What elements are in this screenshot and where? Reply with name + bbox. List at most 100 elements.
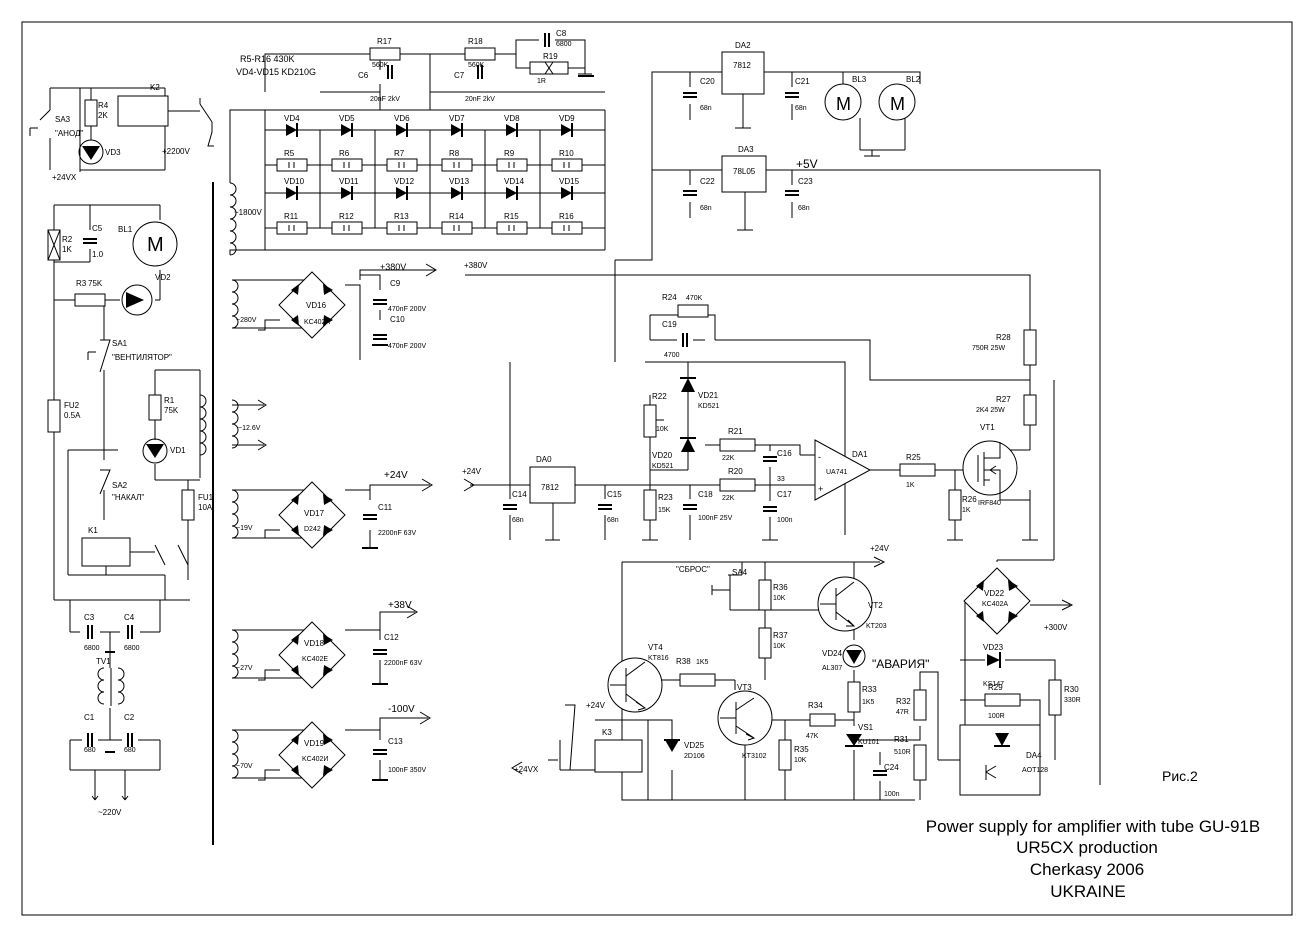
- hv-chain-label: VD4: [284, 114, 300, 123]
- svg-text:-100V: -100V: [388, 704, 415, 715]
- svg-text:C2: C2: [124, 713, 135, 722]
- svg-text:R37: R37: [773, 631, 788, 640]
- svg-text:68n: 68n: [607, 517, 619, 524]
- r4-label: R4: [98, 101, 109, 110]
- svg-text:DA3: DA3: [738, 145, 754, 154]
- svg-text:C11: C11: [378, 503, 393, 512]
- svg-text:R33: R33: [862, 685, 877, 694]
- svg-text:1.0: 1.0: [92, 250, 104, 259]
- svg-text:1R: 1R: [537, 78, 546, 85]
- svg-text:2200nF 63V: 2200nF 63V: [384, 660, 422, 667]
- hv-resistor: [496, 158, 528, 172]
- svg-text:"ВЕНТИЛЯТОР": "ВЕНТИЛЯТОР": [112, 353, 172, 362]
- hv-chain-label: VD8: [504, 114, 520, 123]
- svg-text:VD2: VD2: [155, 273, 171, 282]
- svg-text:+300V: +300V: [1044, 623, 1068, 632]
- svg-text:R20: R20: [728, 467, 743, 476]
- hv-diode: [506, 124, 517, 136]
- fan-circuit: M C5 1.0 R2 1K BL1 R3 75K VD2 SA1 "ВЕНТИ…: [47, 204, 178, 400]
- hv-resistor: [441, 221, 473, 235]
- svg-text:SA1: SA1: [112, 339, 128, 348]
- hv-chain-label: VD7: [449, 114, 465, 123]
- hv-diode: [506, 187, 517, 199]
- svg-text:C6: C6: [358, 71, 369, 80]
- svg-text:VD24: VD24: [822, 649, 843, 658]
- svg-text:KS147: KS147: [983, 681, 1004, 688]
- svg-text:SA4: SA4: [732, 568, 748, 577]
- svg-text:750R 25W: 750R 25W: [972, 345, 1005, 352]
- svg-text:BL2: BL2: [906, 75, 921, 84]
- hv-resistor: [276, 158, 308, 172]
- r37-resistor: [758, 627, 772, 659]
- hv-diode: [561, 124, 572, 136]
- r30-resistor: [1048, 679, 1062, 716]
- bl2-lamp: [878, 83, 916, 121]
- svg-text:100nF 25V: 100nF 25V: [698, 515, 733, 522]
- hv-chain-label: R11: [284, 212, 299, 221]
- svg-text:~12.6V: ~12.6V: [238, 425, 261, 432]
- vd23-zener: [987, 654, 1000, 666]
- da3-regulator: [721, 155, 767, 193]
- svg-text:C12: C12: [384, 633, 399, 642]
- hv-chain-label: R8: [449, 149, 460, 158]
- svg-text:C19: C19: [662, 320, 677, 329]
- svg-text:KT816: KT816: [648, 655, 669, 662]
- hv-chain-label: R13: [394, 212, 409, 221]
- r4-value: 2K: [98, 111, 108, 120]
- svg-text:~70V: ~70V: [236, 763, 253, 770]
- svg-text:R26: R26: [962, 495, 977, 504]
- svg-text:R34: R34: [808, 701, 823, 710]
- svg-text:C20: C20: [700, 77, 715, 86]
- r3-resistor: [74, 293, 106, 307]
- vd21-diode: [681, 378, 695, 392]
- svg-text:68n: 68n: [795, 105, 807, 112]
- hv-chain-label: VD15: [559, 177, 580, 186]
- svg-text:-: -: [818, 452, 821, 462]
- c5-capacitor: [82, 232, 98, 250]
- hv-chain-label: R6: [339, 149, 350, 158]
- hv-resistor: [551, 221, 583, 235]
- svg-text:47R: 47R: [896, 709, 909, 716]
- hv-chain-label: R7: [394, 149, 405, 158]
- svg-text:KC402E: KC402E: [302, 656, 328, 663]
- svg-text:K1: K1: [88, 526, 98, 535]
- caption-author: UR5CX production: [1016, 838, 1158, 857]
- vd3-led: [82, 146, 100, 160]
- r31-resistor: [913, 744, 927, 781]
- hv-diode: [341, 187, 352, 199]
- optocoupler-supply: VD22 KC402A +300V VD23 KS147 R29 100R R3…: [959, 380, 1081, 796]
- svg-text:VD17: VD17: [304, 509, 325, 518]
- hv-resistor: [386, 158, 418, 172]
- r28-resistor: [1023, 329, 1037, 366]
- svg-text:"АВАРИЯ": "АВАРИЯ": [872, 657, 929, 671]
- vt2-transistor: [817, 576, 873, 632]
- svg-text:560K: 560K: [372, 62, 389, 69]
- svg-text:~280V: ~280V: [236, 317, 257, 324]
- supply-380v: +380V VD16 KC402A C9 470nF 200V C10 470n…: [231, 262, 437, 360]
- vd20-diode: [681, 438, 695, 452]
- svg-text:R21: R21: [728, 427, 743, 436]
- svg-text:R1: R1: [164, 396, 175, 405]
- svg-text:DA4: DA4: [1026, 751, 1042, 760]
- vd2-led: [126, 292, 144, 308]
- svg-text:"СБРОС": "СБРОС": [676, 565, 710, 574]
- svg-text:~19V: ~19V: [236, 525, 253, 532]
- svg-text:R36: R36: [773, 583, 788, 592]
- svg-text:0.5A: 0.5A: [64, 411, 81, 420]
- svg-text:FU2: FU2: [64, 401, 80, 410]
- regulator-12v-da2: M M DA2 7812 C20 68n C21 68n BL3 BL2: [651, 41, 921, 170]
- svg-text:330R: 330R: [1064, 697, 1081, 704]
- svg-text:68n: 68n: [700, 105, 712, 112]
- svg-text:C23: C23: [798, 177, 813, 186]
- svg-text:DA1: DA1: [852, 450, 868, 459]
- svg-text:M: M: [890, 94, 905, 114]
- svg-text:AL307: AL307: [822, 665, 842, 672]
- svg-text:KC402И: KC402И: [302, 756, 328, 763]
- k2-label: K2: [150, 83, 160, 92]
- svg-text:C16: C16: [777, 449, 792, 458]
- svg-text:78L05: 78L05: [733, 167, 756, 176]
- svg-text:470nF 200V: 470nF 200V: [388, 343, 426, 350]
- hv-chain-label: R9: [504, 149, 515, 158]
- svg-text:20nF 2kV: 20nF 2kV: [370, 96, 400, 103]
